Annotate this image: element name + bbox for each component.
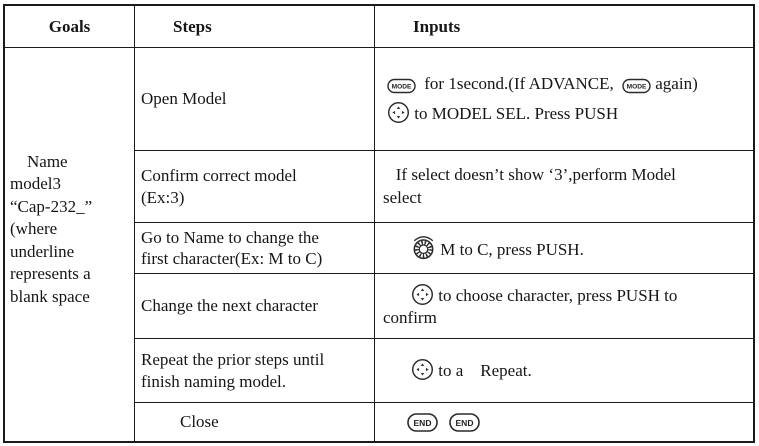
input-text: to choose character, press PUSH to confi… [383,285,678,327]
input-line: to MODEL SEL. Press PUSH [387,101,753,125]
input-text: to MODEL SEL. Press PUSH [410,104,619,123]
step-cell-change-next-character: Change the next character [135,274,375,339]
input-line: END END [407,411,753,433]
header-cell-goals: Goals [5,6,135,48]
header-goals-label: Goals [48,16,91,36]
input-cell-open-model: MODE for 1second.(If ADVANCE, MODE again… [375,48,753,151]
step-cell-open-model: Open Model [135,48,375,151]
input-cell-close: END END [375,403,753,441]
goals-cell: Name model3 “Cap-232_” (where underline … [5,48,135,441]
input-cell-repeat-steps: to a Repeat. [375,339,753,403]
navigation-dial-icon [388,102,409,123]
svg-text:END: END [414,418,432,428]
input-text: again) [655,73,698,93]
input-text: to a Repeat. [434,361,532,381]
end-button-icon: END [449,413,480,432]
mode-button-icon: MODE [622,78,651,94]
input-line: to a Repeat. [383,358,753,382]
input-cell-go-to-name: M to C, press PUSH. [375,223,753,274]
input-line: to choose character, press PUSH to confi… [383,283,753,329]
header-inputs-label: Inputs [413,16,461,36]
input-text: for 1second.(If ADVANCE, [420,73,623,93]
svg-text:END: END [456,418,474,428]
navigation-dial-icon [412,359,433,381]
mode-button-icon: MODE [387,78,416,94]
navigation-dial-icon [412,283,433,305]
svg-text:MODE: MODE [392,84,412,91]
input-text: If select doesn’t show ‘3’,perform Model… [383,165,676,207]
step-label: Close [180,412,219,432]
step-cell-go-to-name: Go to Name to change the first character… [135,223,375,274]
end-button-icon: END [407,413,438,432]
header-steps-label: Steps [173,16,212,36]
step-label: Confirm correct model (Ex:3) [141,166,297,207]
rotary-knob-icon [413,236,434,260]
header-cell-steps: Steps [135,6,375,48]
goal-description: Name model3 “Cap-232_” (where underline … [10,151,93,306]
step-label: Open Model [141,89,227,109]
header-cell-inputs: Inputs [375,6,753,48]
input-line: MODE for 1second.(If ADVANCE, MODE again… [387,73,753,95]
input-cell-change-next-character: to choose character, press PUSH to confi… [375,274,753,339]
instruction-table: Goals Steps Inputs Name model3 “Cap-232_… [3,4,755,443]
step-label: Go to Name to change the first character… [141,227,323,268]
input-line: M to C, press PUSH. [383,234,753,261]
input-cell-confirm-model: If select doesn’t show ‘3’,perform Model… [375,151,753,223]
step-label: Repeat the prior steps until finish nami… [141,350,325,391]
input-text: M to C, press PUSH. [436,240,584,260]
step-cell-close: Close [135,403,375,441]
step-cell-confirm-model: Confirm correct model (Ex:3) [135,151,375,223]
step-cell-repeat-steps: Repeat the prior steps until finish nami… [135,339,375,403]
svg-text:MODE: MODE [627,84,647,91]
step-label: Change the next character [141,296,318,316]
